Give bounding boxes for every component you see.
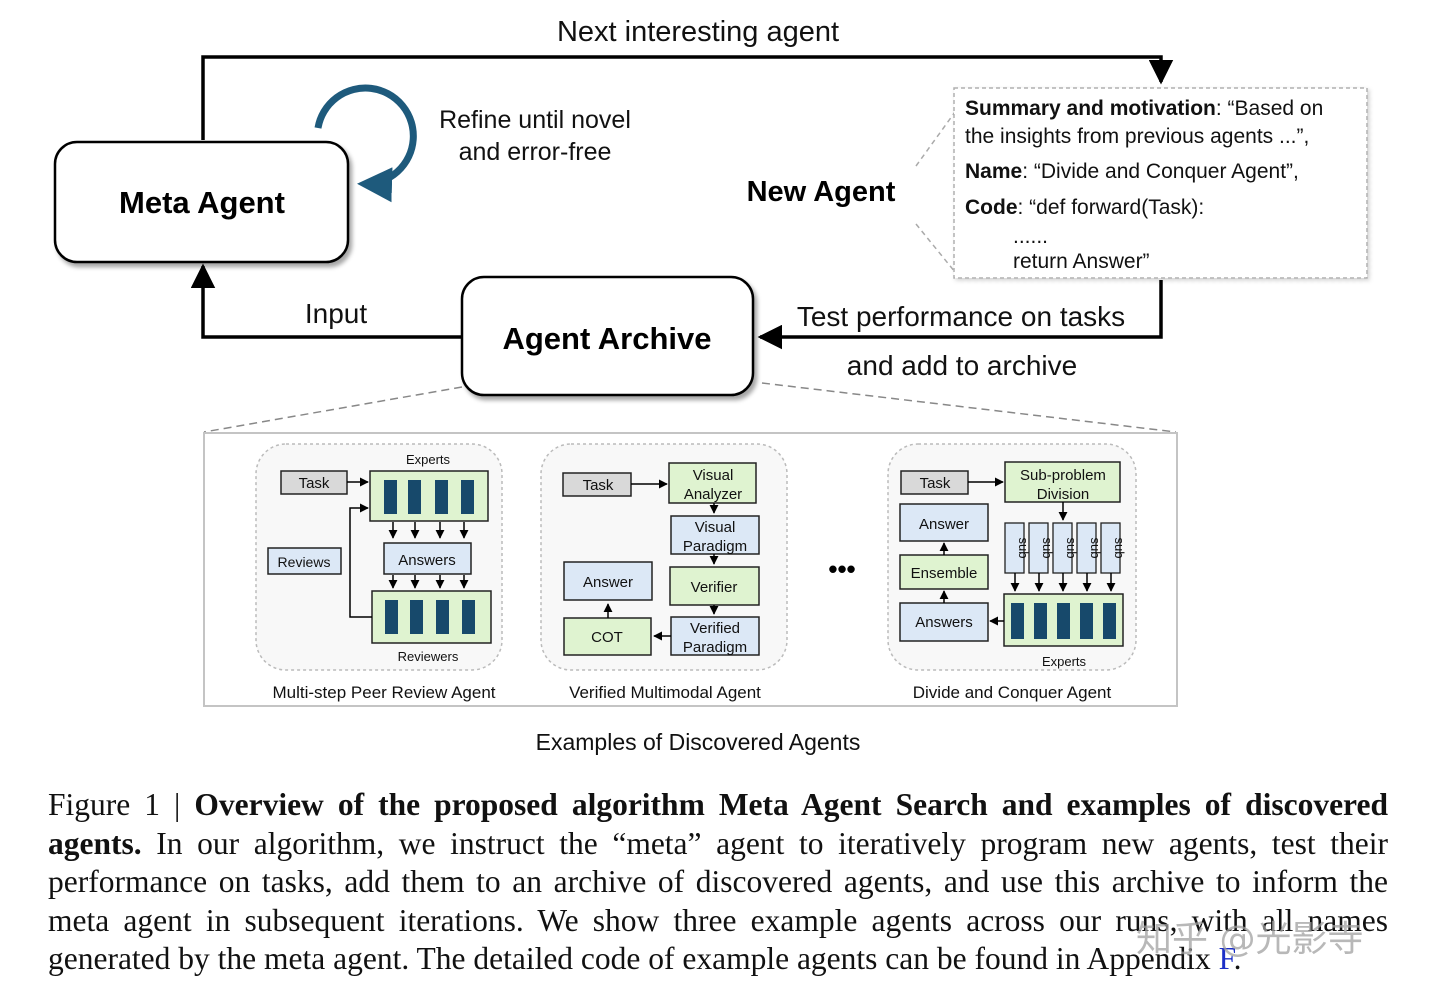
dc-sub-problems: sub sub sub sub sub — [1004, 502, 1127, 574]
dc-division-line2: Division — [1037, 486, 1090, 503]
input-arrow — [190, 263, 462, 339]
mm-cot-label: COT — [591, 629, 623, 646]
mm-verified-paradigm-line1: Verified — [690, 620, 740, 637]
dc-ensemble-label: Ensemble — [911, 565, 978, 582]
peer-experts-label: Experts — [406, 452, 451, 467]
mm-visual-paradigm-line2: Paradigm — [683, 538, 747, 555]
card-code-line: Code: “def forward(Task): — [965, 196, 1204, 219]
dc-answers-label: Answers — [915, 614, 973, 631]
dc-answers-box — [899, 602, 989, 642]
refine-loop-icon — [314, 84, 417, 203]
mm-verifier-box — [669, 566, 760, 606]
peer-reviews-box — [267, 547, 342, 575]
dc-sub-label: sub — [1088, 538, 1103, 559]
caption-end: . — [1233, 941, 1242, 976]
mm-task-label: Task — [583, 477, 614, 494]
card-summary-value: : “Based on — [1216, 97, 1323, 120]
peer-reviewer-bar — [436, 600, 449, 634]
card-summary-line: Summary and motivation: “Based on — [965, 97, 1323, 120]
zoom-connector-right — [761, 382, 1177, 433]
watermark: 知乎 @光影寺 — [1136, 919, 1364, 960]
caption-label: Figure 1 | — [48, 787, 195, 822]
examples-title: Examples of Discovered Agents — [536, 729, 861, 755]
peer-review-agent-name: Multi-step Peer Review Agent — [273, 683, 496, 702]
meta-agent-box — [53, 140, 350, 264]
multimodal-agent-name: Verified Multimodal Agent — [569, 683, 761, 702]
dc-expert-bar — [1057, 603, 1070, 639]
new-agent-label: New Agent — [747, 176, 896, 208]
appendix-link[interactable]: F — [1218, 941, 1234, 976]
mm-visual-paradigm-line1: Visual — [695, 519, 736, 536]
dc-division-line1: Sub-problem — [1020, 467, 1106, 484]
mm-answer-box — [563, 561, 653, 601]
peer-reviewer-bar — [385, 600, 398, 634]
dc-expert-bar — [1103, 603, 1116, 639]
mm-visual-analyzer-line1: Visual — [693, 467, 734, 484]
zoom-connector-left — [203, 386, 463, 433]
peer-reviewers-label: Reviewers — [398, 649, 459, 664]
mm-visual-analyzer-box — [668, 462, 757, 504]
card-connector-top — [915, 111, 956, 167]
peer-reviewer-bar — [410, 600, 423, 634]
more-agents-ellipsis: ••• — [828, 554, 855, 584]
card-summary-key: Summary and motivation — [965, 97, 1216, 120]
dc-expert-bar — [1080, 603, 1093, 639]
card-name-value: : “Divide and Conquer Agent”, — [1022, 160, 1299, 183]
peer-expert-bar — [408, 480, 421, 514]
test-performance-arrow — [757, 280, 1163, 350]
card-summary-line2: the insights from previous agents ...”, — [965, 125, 1309, 148]
dc-sub-label: sub — [1016, 538, 1031, 559]
dc-expert-bar — [1011, 603, 1024, 639]
dc-division-box — [1004, 461, 1121, 503]
meta-agent-label: Meta Agent — [119, 185, 285, 220]
next-agent-label: Next interesting agent — [557, 16, 839, 48]
card-code-value: : “def forward(Task): — [1018, 196, 1205, 219]
agent-archive-label: Agent Archive — [502, 321, 711, 356]
peer-answers-box — [383, 542, 472, 575]
peer-feedback-arrow — [349, 503, 372, 618]
test-label-line2: and add to archive — [847, 350, 1077, 381]
mm-cot-box — [563, 617, 652, 656]
input-label: Input — [305, 298, 367, 329]
caption-body: In our algorithm, we instruct the “meta”… — [48, 825, 1388, 977]
dc-sub-label: sub — [1064, 538, 1079, 559]
dc-experts-label: Experts — [1042, 654, 1087, 669]
refine-label-line2: and error-free — [459, 138, 612, 166]
peer-task-label: Task — [299, 475, 330, 492]
dc-answer-label: Answer — [919, 516, 969, 533]
mm-verified-paradigm-box — [670, 616, 760, 656]
peer-expert-bar — [435, 480, 448, 514]
refine-label-line1: Refine until novel — [439, 106, 631, 134]
caption-bold-title: Overview of the proposed algorithm Meta … — [48, 787, 1388, 861]
dc-expert-bar — [1034, 603, 1047, 639]
peer-reviewer-bar — [462, 600, 475, 634]
peer-answers-label: Answers — [398, 552, 456, 569]
dc-sub-label: sub — [1112, 538, 1127, 559]
peer-reviews-label: Reviews — [278, 554, 331, 570]
card-name-line: Name: “Divide and Conquer Agent”, — [965, 160, 1299, 183]
card-connector-bottom — [915, 223, 956, 273]
dc-ensemble-box — [899, 554, 989, 590]
card-code-key: Code — [965, 196, 1018, 219]
new-agent-card — [953, 87, 1368, 279]
peer-expert-bar — [384, 480, 397, 514]
test-label-line1: Test performance on tasks — [797, 301, 1125, 332]
card-code-dots: ...... — [1013, 225, 1048, 248]
mm-answer-label: Answer — [583, 574, 633, 591]
mm-visual-paradigm-box — [670, 515, 760, 555]
mm-verified-paradigm-line2: Paradigm — [683, 639, 747, 656]
mm-visual-analyzer-line2: Analyzer — [684, 486, 742, 503]
mm-verifier-label: Verifier — [691, 579, 738, 596]
peer-expert-bar — [461, 480, 474, 514]
figure-caption: Figure 1 | Overview of the proposed algo… — [48, 786, 1388, 979]
next-agent-arrow — [201, 55, 1174, 140]
card-name-key: Name — [965, 160, 1022, 183]
card-code-return: return Answer” — [1013, 250, 1150, 273]
dc-task-label: Task — [920, 475, 951, 492]
divide-agent-name: Divide and Conquer Agent — [913, 683, 1112, 702]
dc-sub-label: sub — [1040, 538, 1055, 559]
dc-answer-box — [899, 503, 989, 542]
